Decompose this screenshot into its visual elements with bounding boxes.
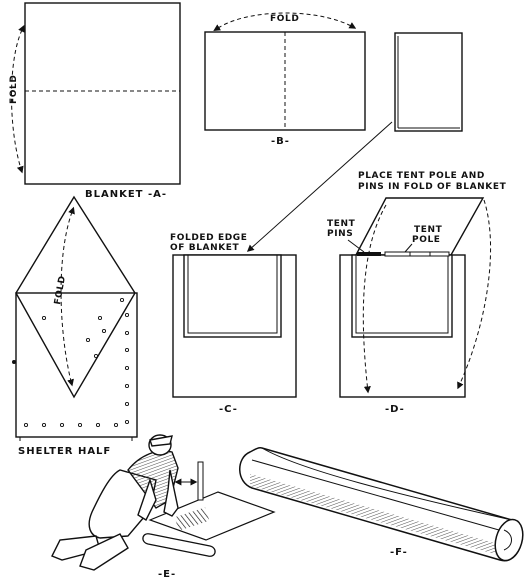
roll-e [142,533,216,557]
blanket-inner-edge-c [187,255,278,334]
fold-arrow-a [11,24,25,174]
blanket-inner-edge-d [355,255,449,334]
tent-pole-label2: POLE [412,235,441,245]
folded-blanket-c [183,254,282,338]
fold-arrow-shelter [60,206,75,387]
blanket-quarter-folded [394,32,463,132]
shelter-button [12,360,16,364]
folded-blanket-d [351,254,453,338]
panel-a-letter: -A- [148,189,167,200]
panel-a: FOLD BLANKET -A- [9,2,181,200]
panel-c: FOLDED EDGE OF BLANKET -C- [170,233,297,415]
panel-d-note: PLACE TENT POLE AND [358,171,485,181]
roll-spiral-f [503,529,512,551]
panel-c-letter: -C- [219,404,238,415]
panel-e-letter: -E- [158,569,176,580]
roll-line-2 [261,447,513,521]
panel-f: -F- [239,447,524,562]
roll-shading-f [250,474,505,556]
panel-c-note2: OF BLANKET [170,243,240,253]
panel-d-note2: PINS IN FOLD OF BLANKET [358,182,507,192]
tent-pole-shape [384,251,450,257]
shelter-caption: SHELTER HALF [18,446,111,457]
panel-b: FOLD -B- [204,12,463,147]
fold-arrow-d-left [362,204,387,394]
blanket-caption: BLANKET [85,189,144,200]
person-e [51,434,179,571]
stake-e [197,461,204,501]
shelter-half: FOLD SHELTER HALF [12,195,138,457]
panel-b-letter: -B- [271,136,290,147]
tent-pole-label: TENT [414,225,443,235]
shelter-rect [15,292,138,438]
grommets [23,297,130,428]
arrow-to-panel-c [246,121,393,252]
panel-c-note: FOLDED EDGE [170,233,248,243]
pole-leader [404,243,413,253]
shelter-diamond [15,195,136,399]
tent-pins-label2: PINS [327,229,353,239]
tent-pins-label: TENT [327,219,356,229]
roll-line-1 [251,459,507,533]
fold-arrow-d-right [457,199,492,390]
fold-arrow-b [213,12,357,31]
mat-pattern-e [174,507,210,531]
fold-label-b: FOLD [270,14,299,24]
panel-f-letter: -F- [390,547,408,558]
panel-d: PLACE TENT POLE AND PINS IN FOLD OF BLAN… [327,171,507,415]
pins-leader [347,239,365,253]
panel-e: -E- [51,434,276,580]
roll-end-f [494,518,524,562]
fold-label-a: FOLD [9,75,19,104]
panel-d-letter: -D- [385,404,405,415]
blanket-unfolded [24,2,181,185]
